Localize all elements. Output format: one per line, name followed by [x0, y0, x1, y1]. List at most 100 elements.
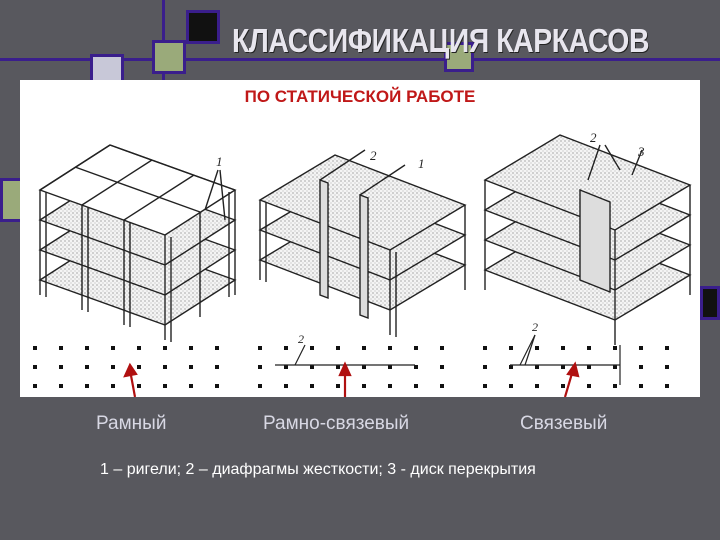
decorative-square [186, 10, 220, 44]
plan-column-dot [509, 384, 513, 388]
plan-column-dot [310, 384, 314, 388]
plan-column-dot [483, 384, 487, 388]
plan-column-dot [85, 384, 89, 388]
plan-column-dot [414, 365, 418, 369]
plan-column-dot [111, 365, 115, 369]
plan-column-dot [33, 384, 37, 388]
plan-column-dot [665, 384, 669, 388]
plan-column-dot [639, 384, 643, 388]
plan-column-dot [535, 346, 539, 350]
braced-building-illustration: 2 3 [483, 130, 692, 345]
decorative-line-top [0, 58, 720, 61]
plan-column-dot [258, 346, 262, 350]
plan-column-dot [336, 384, 340, 388]
caption-arrows [123, 361, 580, 397]
figure-panel: ПО СТАТИЧЕСКОЙ РАБОТЕ [20, 80, 700, 397]
plan-column-dot [561, 365, 565, 369]
plan-column-dot [137, 346, 141, 350]
caption-frame: Рамный [96, 413, 167, 434]
plan-column-dot [509, 346, 513, 350]
plan-column-dot [639, 346, 643, 350]
plan-column-dot [137, 384, 141, 388]
plan-column-dot [483, 365, 487, 369]
decorative-square [444, 42, 474, 72]
plan-column-dot [258, 365, 262, 369]
plan-column-dot [613, 365, 617, 369]
plan-column-dot [310, 346, 314, 350]
plan-column-dot [163, 365, 167, 369]
plan-grid-braced [483, 346, 669, 388]
plan-column-dot [414, 384, 418, 388]
plan-label-2: 2 [298, 332, 304, 346]
plan-column-dot [483, 346, 487, 350]
plan-column-dot [362, 346, 366, 350]
plan-column-dot [336, 346, 340, 350]
frame-building-illustration: 1 [38, 144, 237, 342]
plan-diaphragm-marks: 2 2 [275, 320, 621, 385]
plan-column-dot [59, 365, 63, 369]
plan-column-dot [33, 365, 37, 369]
plan-column-dot [414, 346, 418, 350]
callout-label-1b: 1 [418, 156, 425, 171]
plan-column-dot [284, 346, 288, 350]
plan-column-dot [440, 365, 444, 369]
legend-text: 1 – ригели; 2 – диафрагмы жесткости; 3 -… [100, 461, 536, 478]
plan-column-dot [388, 384, 392, 388]
plan-column-dot [587, 384, 591, 388]
plan-label-2b: 2 [532, 320, 538, 334]
plan-column-dot [310, 365, 314, 369]
plan-column-dot [189, 346, 193, 350]
plan-column-dot [509, 365, 513, 369]
plan-column-dot [284, 365, 288, 369]
decorative-square [152, 40, 186, 74]
plan-column-dot [33, 346, 37, 350]
frames-illustration: 1 2 1 2 3 [33, 130, 692, 397]
plan-grid-frame [33, 346, 219, 388]
plan-column-dot [59, 384, 63, 388]
plan-column-dot [111, 346, 115, 350]
plan-column-dot [561, 346, 565, 350]
caption-frame-braced: Рамно-связевый [263, 413, 410, 434]
plan-column-dot [561, 384, 565, 388]
plan-column-dot [111, 384, 115, 388]
plan-column-dot [189, 365, 193, 369]
plan-column-dot [665, 346, 669, 350]
plan-column-dot [336, 365, 340, 369]
plan-column-dot [258, 384, 262, 388]
plan-column-dot [137, 365, 141, 369]
callout-label-1: 1 [216, 154, 223, 169]
plan-column-dot [362, 384, 366, 388]
plan-column-dot [665, 365, 669, 369]
decorative-square [700, 286, 720, 320]
plan-column-dot [639, 365, 643, 369]
plan-grid-frame-braced [258, 346, 444, 388]
figure-subtitle: ПО СТАТИЧЕСКОЙ РАБОТЕ [244, 87, 476, 106]
callout-label-2: 2 [370, 148, 377, 163]
plan-column-dot [284, 384, 288, 388]
plan-column-dot [189, 384, 193, 388]
plan-column-dot [215, 346, 219, 350]
plan-column-dot [215, 365, 219, 369]
caption-braced: Связевый [520, 413, 608, 434]
plan-column-dot [440, 384, 444, 388]
plan-column-dot [440, 346, 444, 350]
plan-column-dot [362, 365, 366, 369]
plan-column-dot [215, 384, 219, 388]
plan-column-dot [535, 384, 539, 388]
callout-label-2b: 2 [590, 130, 597, 145]
callout-label-3: 3 [637, 144, 645, 159]
page-title: КЛАССИФИКАЦИЯ КАРКАСОВ [232, 22, 650, 59]
plan-column-dot [587, 346, 591, 350]
plan-column-dot [535, 365, 539, 369]
plan-column-dot [613, 384, 617, 388]
plan-column-dot [163, 346, 167, 350]
plan-column-dot [613, 346, 617, 350]
plan-column-dot [587, 365, 591, 369]
frame-braced-building-illustration: 2 1 [258, 148, 467, 337]
plan-column-dot [388, 346, 392, 350]
plan-column-dot [85, 365, 89, 369]
plan-column-dot [163, 384, 167, 388]
plan-column-dot [388, 365, 392, 369]
plan-column-dot [85, 346, 89, 350]
plan-column-dot [59, 346, 63, 350]
